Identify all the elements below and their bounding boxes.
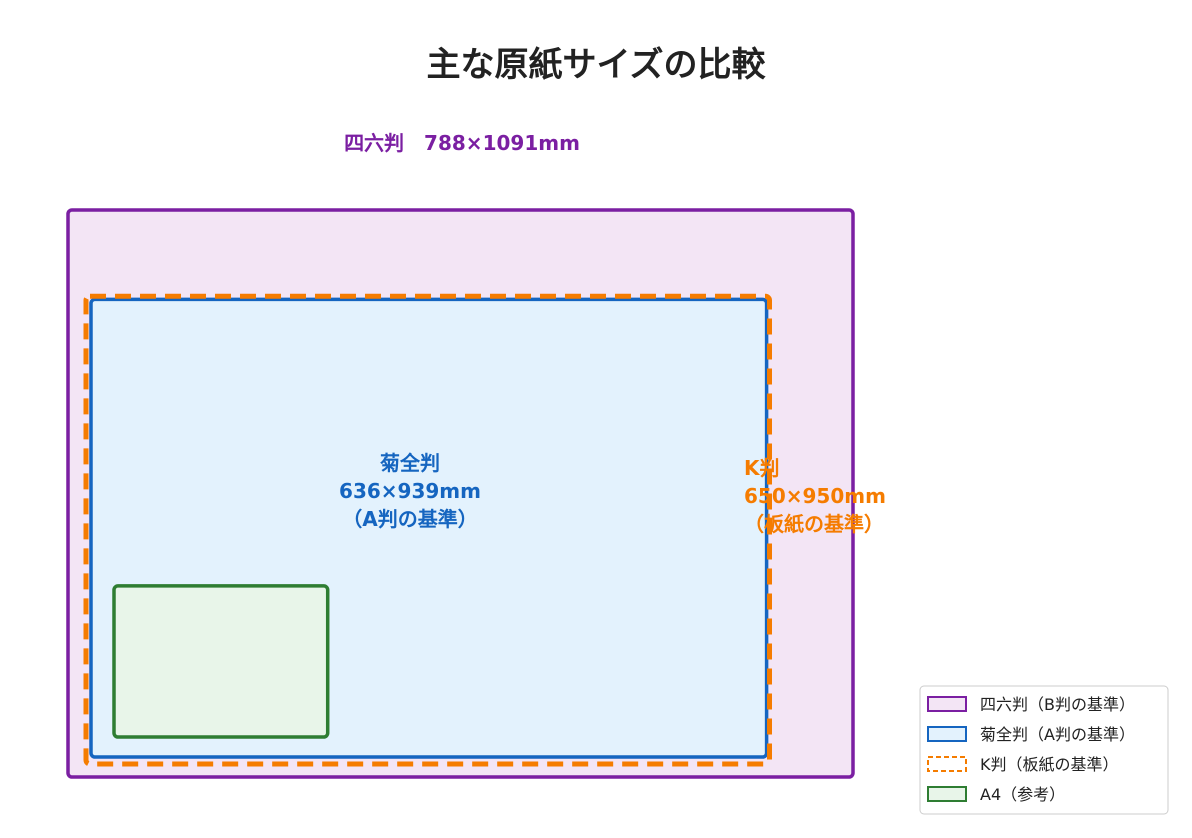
label-kiku-2: （A判の基準） — [342, 507, 477, 531]
legend-swatch-a4 — [927, 786, 967, 802]
label-kiku-0: 菊全判 — [380, 451, 440, 475]
label-k-0: K判 — [744, 456, 780, 480]
legend: 四六判（B判の基準） 菊全判（A判の基準） K判（板紙の基準） A4（参考） — [919, 685, 1169, 815]
label-k-1: 650×950mm — [744, 484, 886, 508]
legend-label-shiroku: 四六判（B判の基準） — [980, 695, 1135, 714]
legend-label-a4: A4（参考） — [980, 785, 1065, 804]
chart-title: 主な原紙サイズの比較 — [427, 45, 767, 85]
legend-swatch-kiku — [927, 726, 967, 742]
rect-k — [83, 293, 772, 767]
label-shiroku-0: 四六判 788×1091mm — [344, 131, 580, 155]
legend-swatch-k — [927, 756, 967, 772]
legend-label-k: K判（板紙の基準） — [980, 755, 1119, 774]
legend-label-kiku: 菊全判（A判の基準） — [980, 725, 1135, 744]
rect-a4 — [112, 584, 330, 739]
label-kiku-1: 636×939mm — [339, 479, 481, 503]
legend-box — [919, 685, 1169, 815]
label-k-2: （板紙の基準） — [744, 512, 884, 536]
legend-swatch-shiroku — [927, 696, 967, 712]
